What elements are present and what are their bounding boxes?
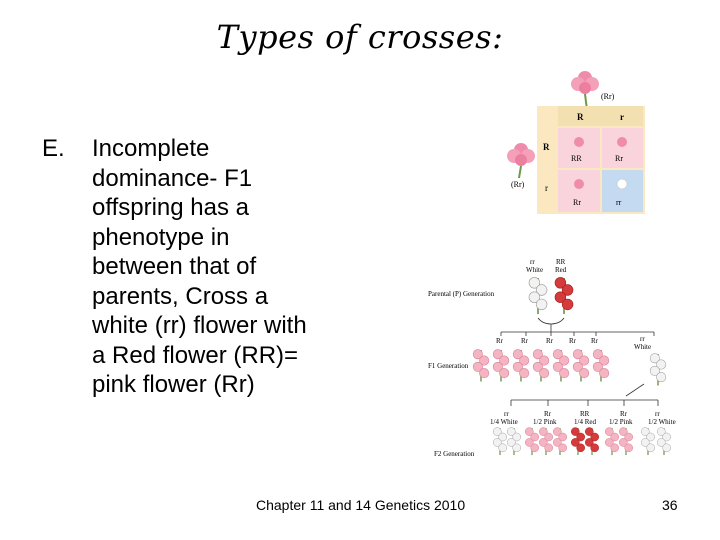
- left-parent-genotype: (Rr): [511, 180, 525, 189]
- pink-flower-icon: [617, 137, 627, 147]
- cross-diagram-figure: rr White RR Red Parental (P) Generation …: [426, 256, 688, 468]
- f1-genotype: Rr: [546, 337, 554, 345]
- body-line: parents, Cross a: [92, 282, 269, 310]
- f2-genotype: Rr: [620, 410, 628, 418]
- f1-side-phenotype: White: [634, 343, 651, 351]
- f2-ratio: 1/4 Red: [574, 418, 596, 426]
- row-header: R: [543, 142, 550, 152]
- f1-generation-label: F1 Generation: [428, 362, 469, 370]
- parent-phenotype: Red: [555, 266, 567, 274]
- body-line: between that of: [92, 253, 257, 280]
- body-line: a Red flower (RR)=: [92, 341, 299, 369]
- body-line: phenotype in: [92, 223, 230, 251]
- punnett-cell: Rr: [615, 154, 623, 163]
- parent-genotype: RR: [556, 258, 566, 266]
- pink-flower-icon: [574, 137, 584, 147]
- slide-footer: Chapter 11 and 14 Genetics 2010: [256, 497, 466, 513]
- parent-genotype: rr: [530, 258, 535, 266]
- body-text-lines: Incomplete dominance- F1 offspring has a…: [92, 134, 382, 400]
- f2-genotype: rr: [504, 410, 509, 418]
- punnett-square-figure: (Rr) (Rr) R r R r RR Rr Rr rr: [507, 71, 645, 214]
- f2-ratio: 1/4 White: [490, 418, 518, 426]
- slide-title: Types of crosses:: [216, 18, 504, 56]
- f1-genotype: Rr: [569, 337, 577, 345]
- f1-side-genotype: rr: [640, 335, 645, 343]
- row-header: r: [545, 183, 548, 193]
- col-header: R: [577, 112, 584, 122]
- f2-ratio: 1/2 Pink: [533, 418, 557, 426]
- punnett-cell: rr: [616, 198, 622, 207]
- pink-flower-icon: [574, 179, 584, 189]
- body-line: dominance- F1: [92, 164, 253, 192]
- pink-flower-icon: [507, 143, 535, 179]
- body-list-item: E. Incomplete dominance- F1 offspring ha…: [42, 134, 382, 400]
- f2-genotype: Rr: [544, 410, 552, 418]
- f1-genotype: Rr: [521, 337, 529, 345]
- parent-phenotype: White: [526, 266, 543, 274]
- parental-generation-label: Parental (P) Generation: [428, 290, 495, 298]
- list-marker: E.: [42, 135, 65, 162]
- f2-genotype: rr: [655, 410, 660, 418]
- page-number: 36: [662, 497, 678, 513]
- f2-ratio: 1/2 Pink: [609, 418, 633, 426]
- punnett-cell: RR: [571, 154, 582, 163]
- pink-flower-icon: [571, 71, 599, 111]
- body-line: pink flower (Rr): [92, 371, 255, 398]
- f2-ratio: 1/2 White: [648, 418, 676, 426]
- top-parent-genotype: (Rr): [601, 92, 615, 101]
- f1-genotype: Rr: [591, 337, 599, 345]
- f2-genotype: RR: [580, 410, 590, 418]
- f2-generation-label: F2 Generation: [434, 450, 475, 458]
- body-line: offspring has a: [92, 194, 249, 221]
- body-line: white (rr) flower with: [92, 312, 307, 339]
- f1-genotype: Rr: [496, 337, 504, 345]
- white-flower-icon: [616, 178, 628, 190]
- col-header: r: [620, 112, 624, 122]
- body-line: Incomplete: [92, 135, 210, 162]
- punnett-cell: Rr: [573, 198, 581, 207]
